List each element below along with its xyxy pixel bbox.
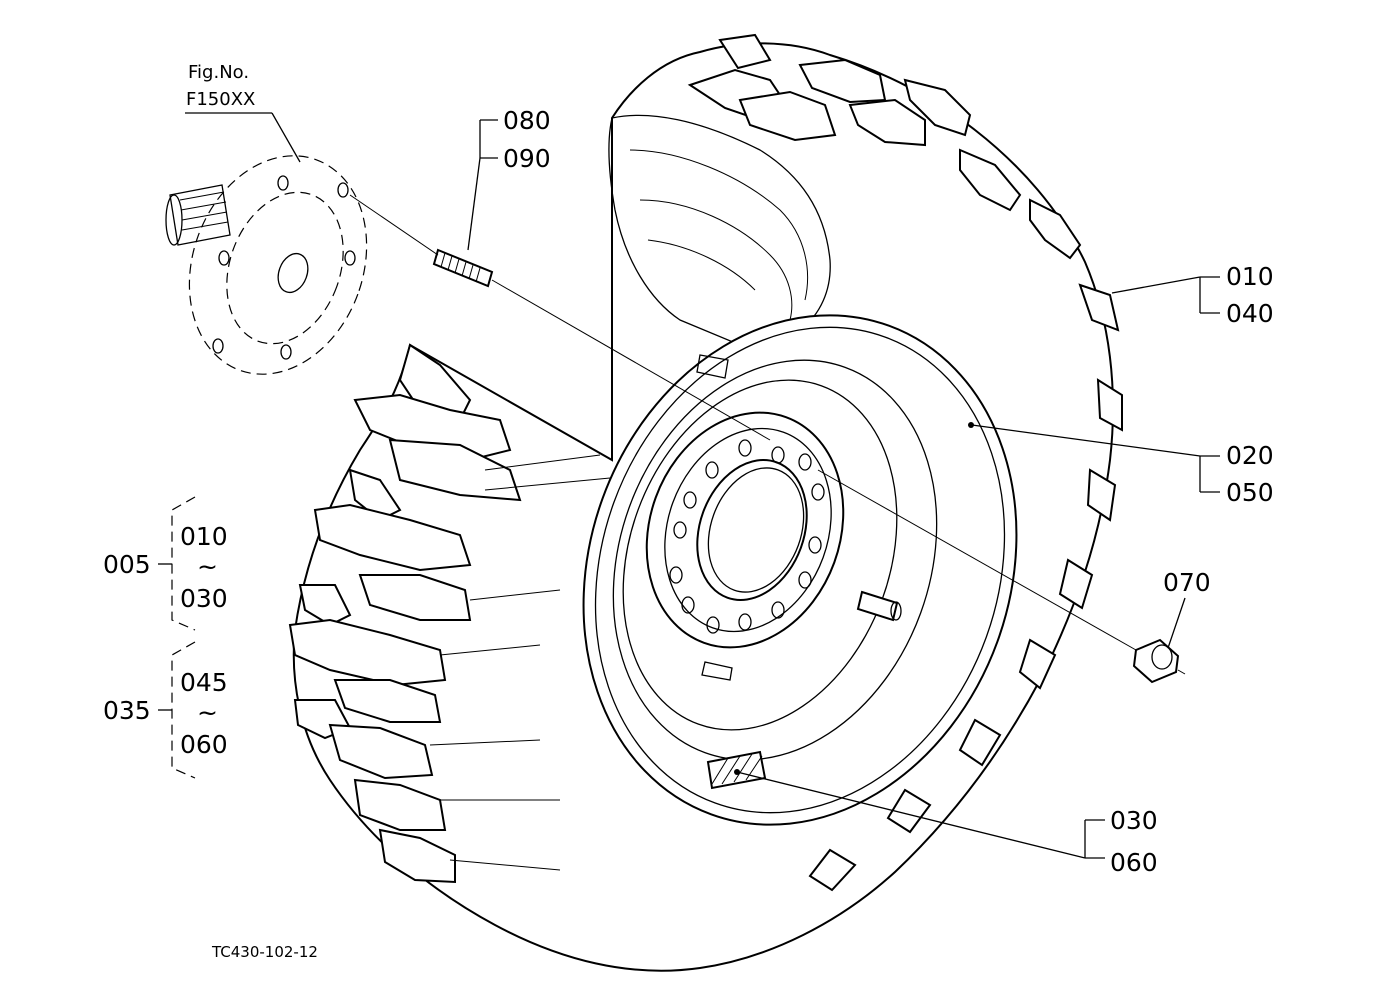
callout-020: 020 [1226, 441, 1274, 470]
wheel-nut [1132, 638, 1180, 684]
tire-inner-contour-3 [647, 239, 756, 291]
callout-030: 030 [1110, 806, 1158, 835]
group-bracket-035 [158, 641, 196, 779]
center-bore-lip [707, 467, 805, 593]
wheel-rim [582, 314, 1018, 826]
axle-hub-reference [165, 155, 368, 375]
hub-bolt-holes [212, 175, 356, 360]
tread-lugs-right [808, 283, 1123, 892]
callout-060: 060 [1110, 848, 1158, 877]
callout-040: 040 [1226, 299, 1274, 328]
group-005-tilde: ~ [197, 552, 218, 581]
rim-outer-edge [594, 326, 1006, 814]
callout-080: 080 [503, 106, 551, 135]
hub-flange-inner [226, 191, 344, 345]
group-005-range-start: 010 [180, 522, 228, 551]
stud-bolt [432, 248, 494, 288]
group-bracket-005 [158, 496, 196, 631]
callout-090: 090 [503, 144, 551, 173]
drawing-code: TC430-102-12 [211, 943, 318, 961]
group-035-range-start: 045 [180, 668, 228, 697]
tire-inner-contour-2 [639, 199, 793, 321]
hub-splined-shaft [165, 184, 231, 246]
group-035-id: 035 [103, 696, 151, 725]
valve-stem [856, 590, 902, 622]
group-035-tilde: ~ [197, 698, 218, 727]
group-005-id: 005 [103, 550, 151, 579]
tread-bars [429, 454, 611, 871]
callout-050: 050 [1226, 478, 1274, 507]
callout-010: 010 [1226, 262, 1274, 291]
tire-inner-contour-1 [629, 149, 809, 301]
hub-center-hole [277, 252, 309, 294]
callout-070: 070 [1163, 568, 1211, 597]
group-035-range-end: 060 [180, 730, 228, 759]
fig-no-value: F150XX [186, 89, 255, 110]
rim-notch-top [696, 354, 729, 379]
hub-flange [188, 155, 368, 375]
tire-inner-wall [608, 114, 831, 346]
tread-lugs-left [288, 343, 522, 884]
fig-no-label: Fig.No. [188, 62, 249, 83]
tread-lugs-top [687, 33, 1082, 260]
rim-notch-bottom [701, 661, 733, 681]
group-005-range-end: 030 [180, 584, 228, 613]
bolt-holes [669, 439, 825, 634]
rim-barrel [612, 359, 938, 761]
leader-lines [185, 112, 1220, 859]
wheel-disc-inner [664, 427, 832, 633]
